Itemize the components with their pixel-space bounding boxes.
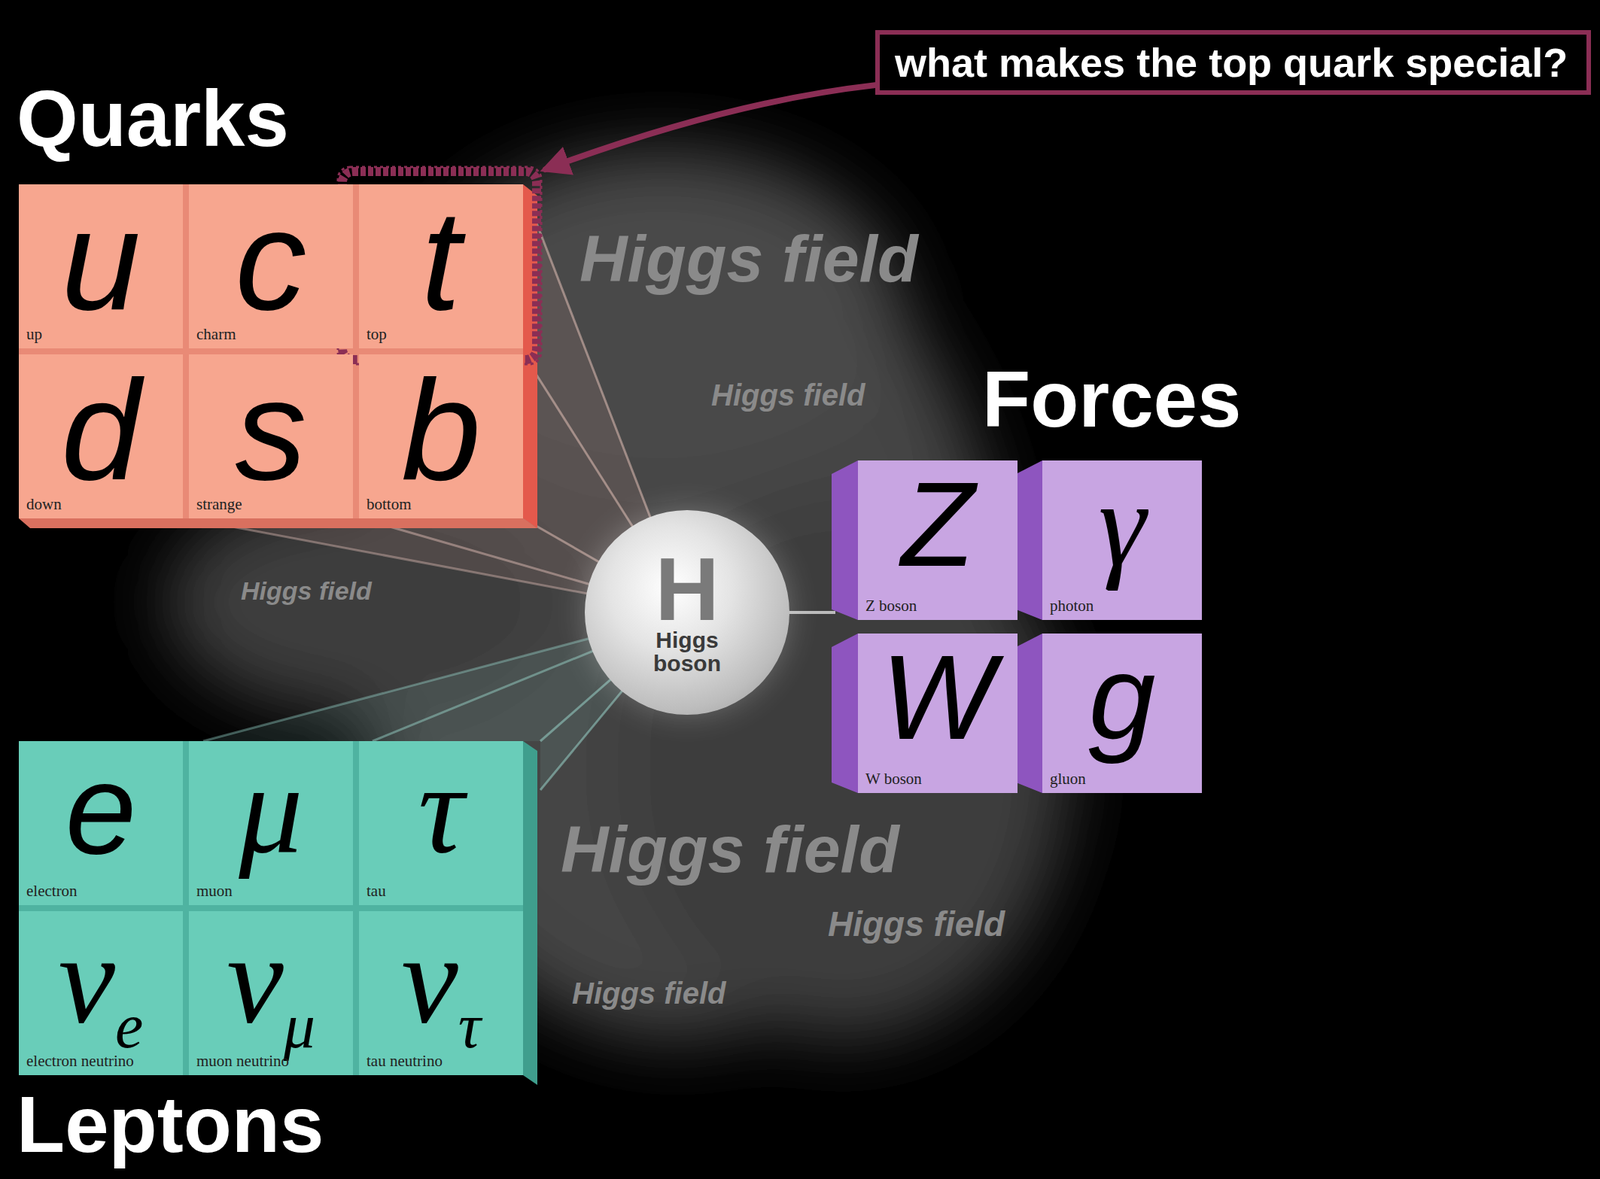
particle-symbol: c — [235, 179, 308, 340]
particle-symbol: W — [880, 629, 995, 765]
particle-box: ggluon — [1042, 633, 1202, 794]
callout-text: what makes the top quark special? — [894, 39, 1568, 86]
watermark: Higgs field — [571, 978, 726, 1009]
particle-box: ddown — [18, 354, 183, 519]
symbol-subscript: μ — [283, 991, 316, 1062]
group-heading: Leptons — [16, 1085, 324, 1165]
name-wrap: up — [26, 325, 43, 344]
name-wrap: tau neutrino — [366, 1052, 443, 1071]
watermark: Higgs field — [579, 225, 919, 293]
particle-name: strange — [196, 495, 243, 514]
name-wrap: charm — [196, 325, 236, 344]
particle-name: muon — [196, 882, 233, 901]
watermark: Higgs field — [827, 906, 1005, 942]
particle-symbol: τ — [418, 738, 465, 880]
name-wrap: strange — [196, 495, 243, 515]
particle-symbol: μ — [238, 738, 303, 880]
particle-box: τ tau — [358, 741, 524, 906]
particle-name: W boson — [865, 769, 922, 788]
particle-symbol: ν — [226, 908, 283, 1050]
particle-symbol: u — [60, 179, 141, 340]
particle-symbol: g — [1088, 629, 1156, 765]
particle-symbol: H — [654, 550, 719, 629]
name-wrap: W boson — [865, 769, 922, 789]
particle-name: gluon — [1049, 769, 1086, 788]
name-wrap: gluon — [1049, 769, 1086, 789]
callout-box: what makes the top quark special? — [875, 30, 1591, 95]
particle-name: charm — [196, 325, 236, 344]
particle-box: ντ tau neutrino — [358, 911, 524, 1076]
callout-arrow — [545, 85, 876, 170]
particle-box: WW boson — [857, 633, 1018, 794]
higgs-sphere: HHiggs boson — [584, 510, 790, 715]
particle-name: top — [366, 325, 387, 344]
particle-symbol: s — [235, 349, 308, 510]
name-wrap: muon neutrino — [196, 1052, 289, 1071]
symbol-subscript: τ — [458, 991, 481, 1062]
group-heading: Quarks — [16, 79, 289, 159]
symbol-subscript: e — [115, 991, 143, 1062]
particle-name: up — [26, 325, 43, 344]
name-wrap: electron neutrino — [26, 1052, 134, 1071]
particle-symbol: t — [421, 179, 462, 340]
particle-box: ttop — [358, 184, 524, 349]
particle-name: photon — [1049, 596, 1094, 615]
name-wrap: bottom — [366, 495, 412, 515]
particle-name: tau — [366, 882, 387, 901]
particle-name: Z boson — [865, 596, 917, 615]
particle-name: down — [26, 495, 62, 514]
particle-name: electron neutrino — [26, 1052, 134, 1071]
particle-symbol: Z — [900, 456, 975, 592]
particle-symbol: e — [65, 737, 137, 881]
symbol-wrap: d — [18, 354, 183, 551]
watermark: Higgs field — [240, 577, 372, 604]
particle-box: γphoton — [1042, 460, 1202, 621]
particle-name: electron — [26, 882, 78, 901]
watermark: Higgs field — [560, 816, 900, 883]
name-wrap: photon — [1049, 596, 1094, 616]
name-wrap: top — [366, 325, 387, 344]
name-wrap: Z boson — [865, 596, 917, 616]
particle-symbol: ν — [58, 908, 116, 1050]
particle-box: ccharm — [188, 184, 353, 349]
top-highlight — [337, 167, 542, 365]
particle-box: sstrange — [188, 354, 353, 519]
particle-name: tau neutrino — [366, 1052, 443, 1071]
name-wrap: electron — [26, 882, 78, 901]
particle-name: bottom — [366, 495, 412, 514]
name-wrap: down — [26, 495, 62, 515]
group-heading: Forces — [982, 359, 1242, 439]
watermark: Higgs field — [711, 380, 865, 411]
particle-symbol: ν — [401, 908, 458, 1050]
particle-symbol: γ — [1098, 457, 1146, 592]
particle-symbol: d — [60, 349, 141, 510]
particle-symbol: b — [401, 349, 481, 510]
symbol-wrap: b — [358, 354, 524, 551]
particle-box: νeelectron neutrino — [18, 911, 183, 1076]
particle-box: μmuon — [188, 741, 353, 906]
particle-box: eelectron — [18, 741, 183, 906]
particle-name: Higgs boson — [638, 628, 737, 676]
particle-name: muon neutrino — [196, 1052, 289, 1071]
name-wrap: tau — [366, 882, 387, 901]
name-wrap: muon — [196, 882, 233, 901]
symbol-wrap: s — [188, 354, 353, 551]
particle-box: uup — [18, 184, 183, 349]
higgs-force-link — [782, 611, 836, 615]
particle-box: νμmuon neutrino — [188, 911, 353, 1076]
particle-box: ZZ boson — [857, 460, 1018, 621]
particle-box: bbottom — [358, 354, 524, 519]
